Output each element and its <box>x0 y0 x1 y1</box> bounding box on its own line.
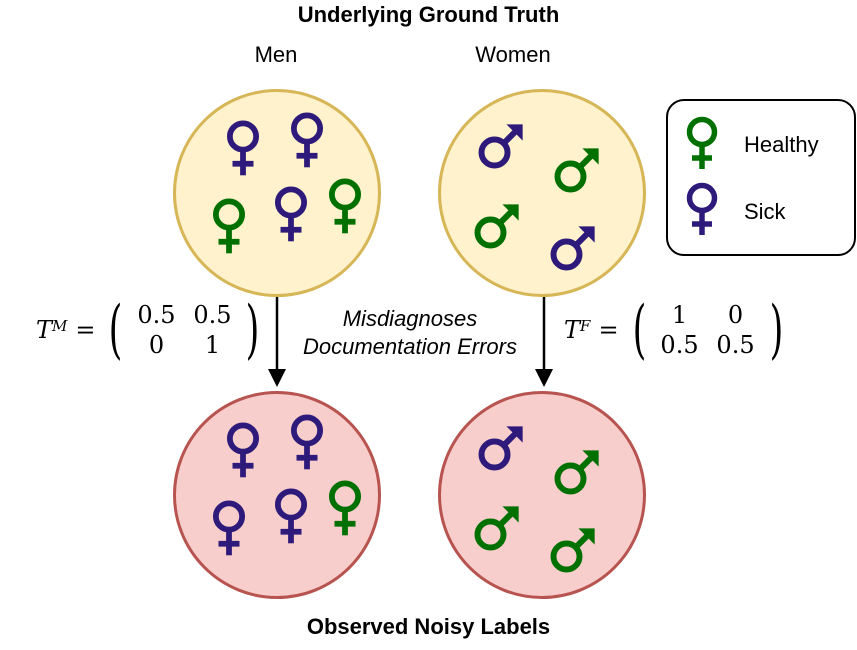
male-symbol-icon <box>551 446 603 498</box>
men-label: Men <box>254 42 298 67</box>
female-symbol-icon <box>208 498 250 558</box>
legend-healthy-icon <box>682 115 722 171</box>
matrix-values: 1 0 0.5 0.5 <box>652 301 764 359</box>
matrix-cell: 0 <box>148 331 165 359</box>
matrix-cell: 0.5 <box>137 301 176 329</box>
matrix-cell: 0.5 <box>716 331 755 359</box>
female-symbol-icon <box>270 184 312 244</box>
women-noise-arrow <box>535 297 553 387</box>
left-paren: ( <box>632 293 646 367</box>
female-symbol-icon <box>286 412 328 472</box>
female-symbol-icon <box>324 478 366 538</box>
truth-women-circle <box>438 89 646 297</box>
truth-men-circle <box>173 89 381 297</box>
male-symbol-icon <box>547 524 599 576</box>
male-symbol-icon <box>475 120 527 172</box>
matrix-symbol: T <box>564 316 581 344</box>
male-symbol-icon <box>547 222 599 274</box>
female-symbol-icon <box>222 118 264 178</box>
noise-caption-line1: Misdiagnoses <box>342 306 478 331</box>
male-symbol-icon <box>475 422 527 474</box>
men-noise-arrow <box>268 297 286 387</box>
legend-healthy-label: Healthy <box>744 132 819 157</box>
male-symbol-icon <box>471 502 523 554</box>
male-symbol-icon <box>551 144 603 196</box>
female-symbol-icon <box>222 420 264 480</box>
noise-caption: Misdiagnoses Documentation Errors <box>290 305 530 361</box>
matrix-cell: 0 <box>727 301 744 329</box>
top-title: Underlying Ground Truth <box>297 2 560 27</box>
matrix-superscript: M <box>52 317 68 335</box>
legend: Healthy Sick <box>666 99 856 256</box>
female-symbol-icon <box>324 176 366 236</box>
left-paren: ( <box>109 293 123 367</box>
matrix-symbol: T <box>36 316 53 344</box>
male-symbol-icon <box>471 200 523 252</box>
right-paren: ) <box>769 293 783 367</box>
noisy-women-circle <box>438 391 646 599</box>
female-symbol-icon <box>286 110 328 170</box>
noisy-men-circle <box>173 391 381 599</box>
female-symbol-icon <box>270 486 312 546</box>
bottom-title: Observed Noisy Labels <box>306 614 551 639</box>
matrix-values: 0.5 0.5 0 1 <box>128 301 240 359</box>
right-paren: ) <box>246 293 260 367</box>
legend-sick-label: Sick <box>744 199 786 224</box>
legend-sick-icon <box>682 181 722 237</box>
female-symbol-icon <box>208 196 250 256</box>
equals-sign: = <box>598 316 619 344</box>
matrix-cell: 1 <box>204 331 221 359</box>
noise-caption-line2: Documentation Errors <box>303 334 517 359</box>
women-label: Women <box>475 42 551 67</box>
matrix-cell: 1 <box>671 301 688 329</box>
equals-sign: = <box>75 316 96 344</box>
matrix-cell: 0.5 <box>660 331 699 359</box>
matrix-superscript: F <box>580 317 591 335</box>
matrix-cell: 0.5 <box>193 301 232 329</box>
